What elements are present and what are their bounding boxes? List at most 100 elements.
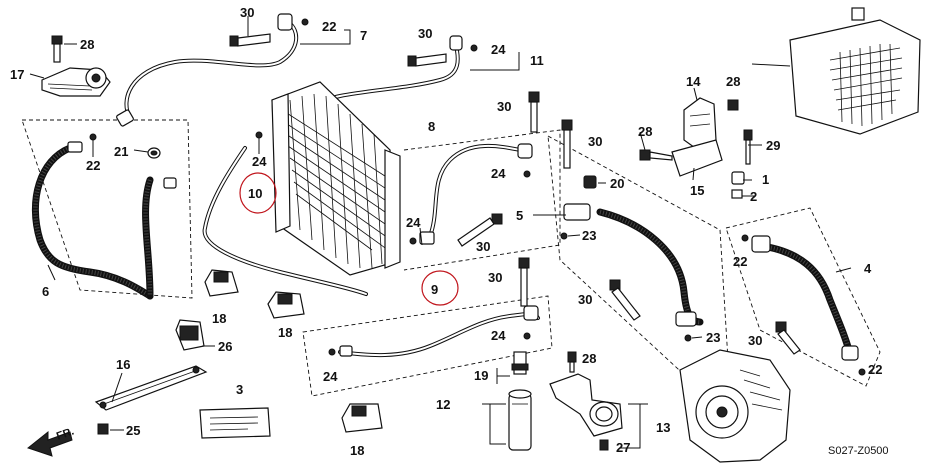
bolt-28-valve[interactable] <box>727 99 739 111</box>
bolt-30-top[interactable] <box>229 33 271 47</box>
compressor[interactable] <box>679 349 791 463</box>
bolt-28-left[interactable] <box>51 35 63 63</box>
o-ring-22-left[interactable] <box>89 133 97 141</box>
label-3[interactable] <box>199 407 271 439</box>
front-direction-arrow: FR. <box>26 425 76 457</box>
suction-hose-5[interactable] <box>563 203 704 327</box>
callout-13: 13 <box>656 420 670 435</box>
callout-24: 24 <box>323 369 338 384</box>
reinforcement-bar-16[interactable] <box>94 365 208 411</box>
bolt-30-pipe-11[interactable] <box>407 53 447 67</box>
bolt-30-hose-5[interactable] <box>561 119 573 169</box>
bolt-28-bracket[interactable] <box>639 149 673 161</box>
callout-7: 7 <box>360 28 367 43</box>
callout-6: 6 <box>42 284 49 299</box>
o-ring-23-top[interactable] <box>560 232 568 240</box>
callout-29: 29 <box>766 138 780 153</box>
callout-10: 10 <box>248 186 262 201</box>
bolt-27[interactable] <box>599 439 609 451</box>
o-ring-22-hose-4-top[interactable] <box>741 234 749 242</box>
pipe-9[interactable] <box>338 305 540 358</box>
dryer-bracket-13[interactable] <box>549 373 623 437</box>
o-ring-24-condenser-lower[interactable] <box>409 237 417 245</box>
bolt-20[interactable] <box>583 175 597 189</box>
o-ring-21[interactable] <box>147 147 161 159</box>
callout-22: 22 <box>322 19 336 34</box>
callout-12: 12 <box>436 397 450 412</box>
callout-9: 9 <box>431 282 438 297</box>
callout-28: 28 <box>582 351 596 366</box>
bolt-30-hose-4[interactable] <box>775 321 801 355</box>
switch-19[interactable] <box>511 351 529 375</box>
callout-30: 30 <box>497 99 511 114</box>
bracket-18-bottom[interactable] <box>341 403 383 433</box>
bracket-26[interactable] <box>175 319 205 351</box>
bracket-15[interactable] <box>671 139 723 177</box>
callout-4: 4 <box>864 261 872 276</box>
receiver-dryer-12[interactable] <box>508 389 532 451</box>
callout-26: 26 <box>218 339 232 354</box>
valve-core-2[interactable] <box>731 189 743 199</box>
callout-30: 30 <box>488 270 502 285</box>
callout-17: 17 <box>10 67 24 82</box>
o-ring-23-bottom[interactable] <box>684 334 692 342</box>
bracket-18-left[interactable] <box>204 269 239 297</box>
callout-28: 28 <box>638 124 652 139</box>
valve-cap-1[interactable] <box>731 171 745 185</box>
suction-pipe-7[interactable] <box>116 13 299 127</box>
bolt-25[interactable] <box>97 423 109 435</box>
callout-16: 16 <box>116 357 130 372</box>
callout-21: 21 <box>114 144 128 159</box>
callout-24: 24 <box>491 42 506 57</box>
o-ring-24-pipe-9-left[interactable] <box>328 348 336 356</box>
callout-1: 1 <box>762 172 769 187</box>
callout-19: 19 <box>474 368 488 383</box>
bolt-30-pipe-8[interactable] <box>457 213 503 247</box>
bolt-30-compressor[interactable] <box>609 279 641 321</box>
diagram-code: S027-Z0500 <box>828 445 889 457</box>
bracket-18-mid[interactable] <box>267 291 305 319</box>
o-ring-22-top[interactable] <box>301 18 309 26</box>
callout-25: 25 <box>126 423 140 438</box>
callout-27: 27 <box>616 440 630 455</box>
o-ring-24-pipe-9-right[interactable] <box>523 332 531 340</box>
callout-30: 30 <box>748 333 762 348</box>
callout-30: 30 <box>588 134 602 149</box>
callout-14: 14 <box>686 74 701 89</box>
bolt-30-pipe-9[interactable] <box>518 257 530 307</box>
callout-23: 23 <box>706 330 720 345</box>
callout-3: 3 <box>236 382 243 397</box>
bracket-17[interactable] <box>41 67 111 97</box>
o-ring-24-condenser[interactable] <box>255 131 263 139</box>
condenser-assembly[interactable] <box>271 81 401 276</box>
callout-30: 30 <box>578 292 592 307</box>
front-label: FR. <box>55 425 76 442</box>
callout-2: 2 <box>750 189 757 204</box>
highlight-circle-part-9 <box>421 270 459 306</box>
discharge-hose-4[interactable] <box>751 235 859 361</box>
callout-28: 28 <box>726 74 740 89</box>
o-ring-22-hose-4-bottom[interactable] <box>858 368 866 376</box>
callout-15: 15 <box>690 183 704 198</box>
callout-30: 30 <box>240 5 254 20</box>
discharge-hose-6[interactable] <box>31 141 177 300</box>
o-ring-24-pipe-11[interactable] <box>470 44 478 52</box>
callout-20: 20 <box>610 176 624 191</box>
callout-18: 18 <box>212 311 226 326</box>
evaporator-unit[interactable] <box>789 7 921 135</box>
bolt-29[interactable] <box>743 129 753 165</box>
callout-5: 5 <box>516 208 523 223</box>
callout-11: 11 <box>530 53 544 68</box>
fitting-10[interactable] <box>202 146 368 296</box>
callout-24: 24 <box>252 154 267 169</box>
callout-24: 24 <box>406 215 421 230</box>
pipe-8[interactable] <box>419 143 533 245</box>
callout-30: 30 <box>476 239 490 254</box>
callout-23: 23 <box>582 228 596 243</box>
bolt-28-bracket-13[interactable] <box>567 351 577 373</box>
bolt-30-top-center[interactable] <box>528 91 540 133</box>
o-ring-24-pipe-8[interactable] <box>523 170 531 178</box>
callout-22: 22 <box>733 254 747 269</box>
callout-22: 22 <box>868 362 882 377</box>
